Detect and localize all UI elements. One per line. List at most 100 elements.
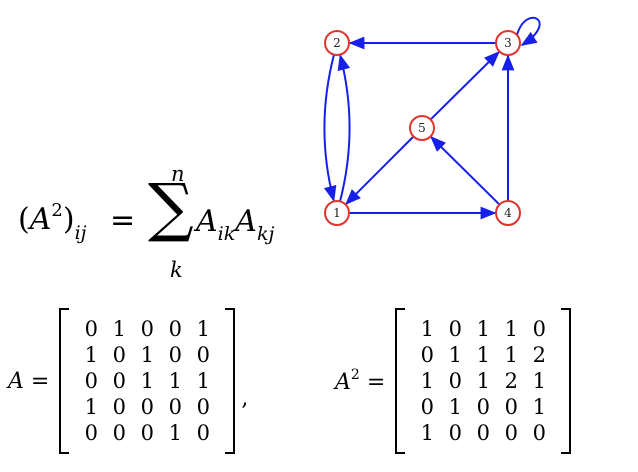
matrix-a-cell-r5-c4: 1	[168, 421, 183, 445]
matrix-a-squared-exponent: 2	[350, 367, 360, 383]
matrix-a-cell-r3-c3: 1	[140, 369, 155, 393]
matrix-a-squared-cell-r1-c2: 0	[448, 317, 462, 341]
matrix-a-symbol: A	[8, 368, 24, 394]
formula-lhs-base: A	[29, 202, 52, 237]
node-4: 4	[495, 200, 521, 226]
matrix-a-squared-cell-r3-c4: 2	[504, 369, 518, 393]
matrix-a-squared-symbol: A	[335, 370, 351, 395]
matrix-a-cell-r4-c5: 0	[196, 395, 211, 419]
directed-graph: 1 2 3 4 5	[323, 16, 541, 226]
node-5-circle	[409, 115, 435, 141]
matrix-a-cell-r2-c1: 1	[84, 343, 99, 367]
matrix-a-squared-cell-r2-c1: 0	[420, 343, 434, 367]
matrix-a-cell-r1-c2: 1	[112, 317, 127, 341]
matrix-a-cell-r1-c4: 0	[168, 317, 183, 341]
formula-lhs-exponent: 2	[51, 200, 63, 221]
matrix-a-cell-r4-c1: 1	[84, 395, 99, 419]
node-3: 3	[495, 30, 521, 56]
matrix-a-cell-r5-c3: 0	[140, 421, 155, 445]
node-2: 2	[324, 30, 350, 56]
matrix-a-squared-cell-r3-c3: 1	[476, 369, 490, 393]
matrix-a-squared-cell-r3-c5: 1	[532, 369, 546, 393]
matrix-a-cell-r5-c1: 0	[84, 421, 99, 445]
matrix-a-equals: =	[30, 368, 50, 394]
edge-4-to-5	[430, 136, 501, 206]
matrix-a-cell-r1-c5: 1	[196, 317, 211, 341]
node-3-label: 3	[504, 36, 512, 50]
matrix-a-squared-equals: =	[366, 370, 386, 395]
matrix-a-cell-r3-c2: 0	[112, 369, 127, 393]
node-2-label: 2	[333, 36, 341, 50]
formula-term1-subscript: ik	[217, 223, 236, 245]
matrix-a-squared-left-bracket	[395, 308, 406, 454]
matrix-a-squared-cell-r5-c4: 0	[504, 421, 518, 445]
node-4-circle	[495, 200, 521, 226]
edge-1-to-2	[337, 54, 351, 202]
matrix-a-left-bracket	[59, 308, 70, 454]
matrix-a-comma: ,	[241, 385, 249, 411]
matrix-a-squared-cell-r2-c5: 2	[532, 343, 546, 367]
node-4-label: 4	[504, 206, 512, 220]
matrix-a-squared-cell-r3-c1: 1	[420, 369, 434, 393]
matrix-a-squared-cell-r5-c1: 1	[420, 421, 434, 445]
matrix-a-cell-r3-c1: 0	[84, 369, 99, 393]
matrix-a-cell-r1-c1: 0	[84, 317, 99, 341]
node-1-circle	[324, 200, 350, 226]
matrix-a-squared-cell-r3-c2: 0	[448, 369, 462, 393]
matrix-a-cell-r5-c5: 0	[196, 421, 211, 445]
matrix-a-squared-cell-r2-c2: 1	[448, 343, 462, 367]
formula-term2: A	[235, 204, 257, 239]
matrix-a-cell-r3-c4: 1	[168, 369, 183, 393]
matrix-a-cell-r2-c2: 0	[112, 343, 127, 367]
matrix-a-squared-cell-r4-c1: 0	[420, 395, 434, 419]
matrix-a-cell-r1-c3: 0	[140, 317, 155, 341]
graph-nodes: 1 2 3 4 5	[324, 30, 521, 226]
matrix-a-squared-cell-r4-c4: 0	[504, 395, 518, 419]
matrix-a-squared-cell-r4-c3: 0	[476, 395, 490, 419]
edge-5-to-1	[345, 135, 415, 205]
formula-sum-upper-limit: n	[171, 162, 185, 186]
matrix-square-formula: (A2)ij = n ∑ k AikAkj	[18, 162, 298, 285]
matrix-a-squared-cell-r1-c4: 1	[504, 317, 518, 341]
formula-term1: A	[196, 204, 218, 239]
matrix-a-squared-cell-r2-c4: 1	[504, 343, 518, 367]
matrix-a-squared-cell-r1-c3: 1	[476, 317, 490, 341]
matrix-a-cell-r2-c5: 0	[196, 343, 211, 367]
edge-3-to-3	[516, 16, 541, 46]
node-1: 1	[324, 200, 350, 226]
matrix-a-squared-cell-r4-c2: 1	[448, 395, 462, 419]
node-1-label: 1	[333, 206, 341, 220]
matrix-a-squared-cell-r1-c1: 1	[420, 317, 434, 341]
formula-rhs: AikAkj	[196, 204, 274, 245]
node-5-label: 5	[418, 121, 426, 135]
matrix-a-label: A =	[8, 369, 49, 394]
node-5: 5	[409, 115, 435, 141]
matrix-a-squared-cell-r5-c3: 0	[476, 421, 490, 445]
graph-edges	[323, 16, 541, 220]
matrix-a-squared-cell-r5-c2: 0	[448, 421, 462, 445]
edge-2-to-1	[323, 54, 337, 202]
node-3-circle	[495, 30, 521, 56]
matrix-a-squared-cell-r2-c3: 1	[476, 343, 490, 367]
matrix-a-squared-cell-r1-c5: 0	[532, 317, 546, 341]
formula-lhs: (A2)ij	[18, 200, 87, 244]
matrix-a-cell-r2-c3: 1	[140, 343, 155, 367]
formula-sigma-symbol: ∑	[148, 171, 194, 245]
matrix-a-cell-r5-c2: 0	[112, 421, 127, 445]
matrix-a-squared-cell-r4-c5: 1	[532, 395, 546, 419]
formula-term2-subscript: kj	[256, 223, 275, 245]
edge-5-to-3	[429, 51, 500, 121]
node-2-circle	[324, 30, 350, 56]
matrix-a-right-bracket	[225, 308, 236, 454]
formula-lhs-subscript: ij	[74, 222, 87, 244]
formula-sum-lower-limit: k	[170, 258, 183, 282]
matrix-a-squared-cell-r5-c5: 0	[532, 421, 546, 445]
matrix-a-cell-r4-c2: 0	[112, 395, 127, 419]
matrix-a-cell-r2-c4: 0	[168, 343, 183, 367]
matrix-a-squared-right-bracket	[561, 308, 572, 454]
formula-equals: =	[110, 203, 136, 238]
